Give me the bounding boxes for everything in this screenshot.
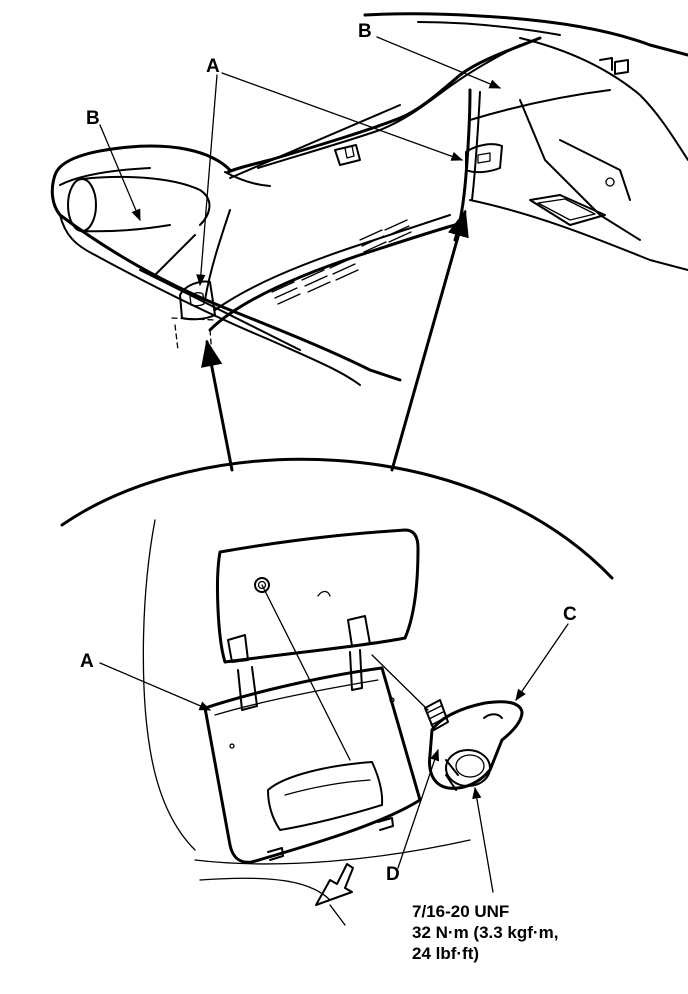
bumper-overview xyxy=(50,12,688,386)
callout-a-top: A xyxy=(206,56,220,77)
detail-window-outline xyxy=(60,457,614,580)
detail-link-arrow-right xyxy=(390,209,469,472)
callout-b-right: B xyxy=(358,21,372,42)
callout-b-left: B xyxy=(86,108,100,129)
callout-leaders xyxy=(99,36,569,893)
access-cover-detail xyxy=(142,519,524,926)
callout-c: C xyxy=(563,604,577,625)
torque-spec-line-2: 32 N·m (3.3 kgf·m, xyxy=(412,923,558,942)
callout-d: D xyxy=(386,864,400,885)
torque-spec-line-3: 24 lbf·ft) xyxy=(412,944,479,963)
callout-a-detail: A xyxy=(80,651,94,672)
torque-spec-line-1: 7/16-20 UNF xyxy=(412,902,509,921)
detail-link-arrow-left xyxy=(201,339,234,472)
